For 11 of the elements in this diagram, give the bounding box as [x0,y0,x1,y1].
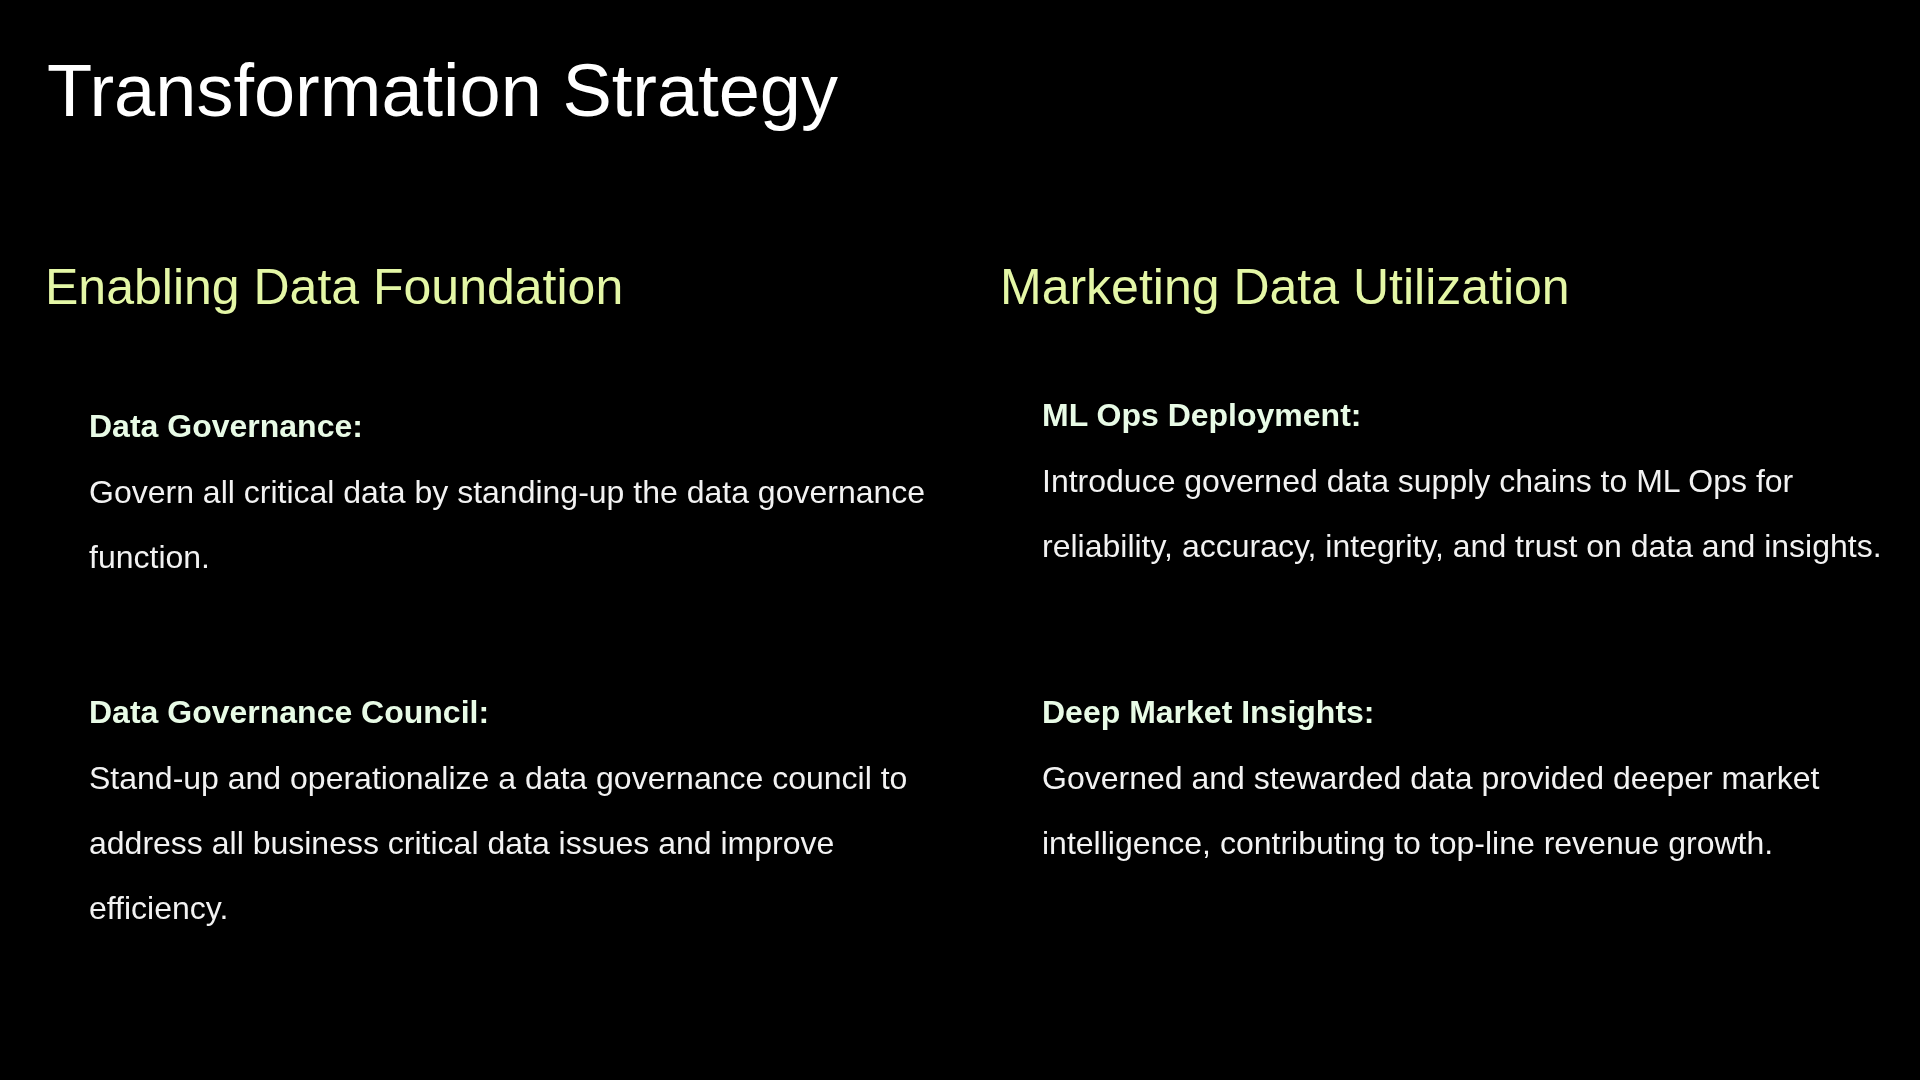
item-description: Governed and stewarded data provided deeper market intelligence, contributing to top-line revenue growth. [1042,759,1821,863]
item-heading: Data Governance: [89,408,364,445]
item-heading: Deep Market Insights: [1042,694,1376,731]
column-heading: Enabling Data Foundation [45,258,625,316]
column-heading: Marketing Data Utilization [1000,258,1571,316]
item-description: Introduce governed data supply chains to ML Ops for reliability, accuracy, integrity, and trust on data and insights. [1042,462,1882,566]
item-description: Govern all critical data by standing-up the data governance function. [89,473,927,577]
item-heading: ML Ops Deployment: [1042,397,1363,434]
item-description: Stand-up and operationalize a data governance council to address all business critical data issues and improve efficiency. [89,759,909,928]
slide-title: Transformation Strategy [47,48,839,133]
item-heading: Data Governance Council: [89,694,491,731]
